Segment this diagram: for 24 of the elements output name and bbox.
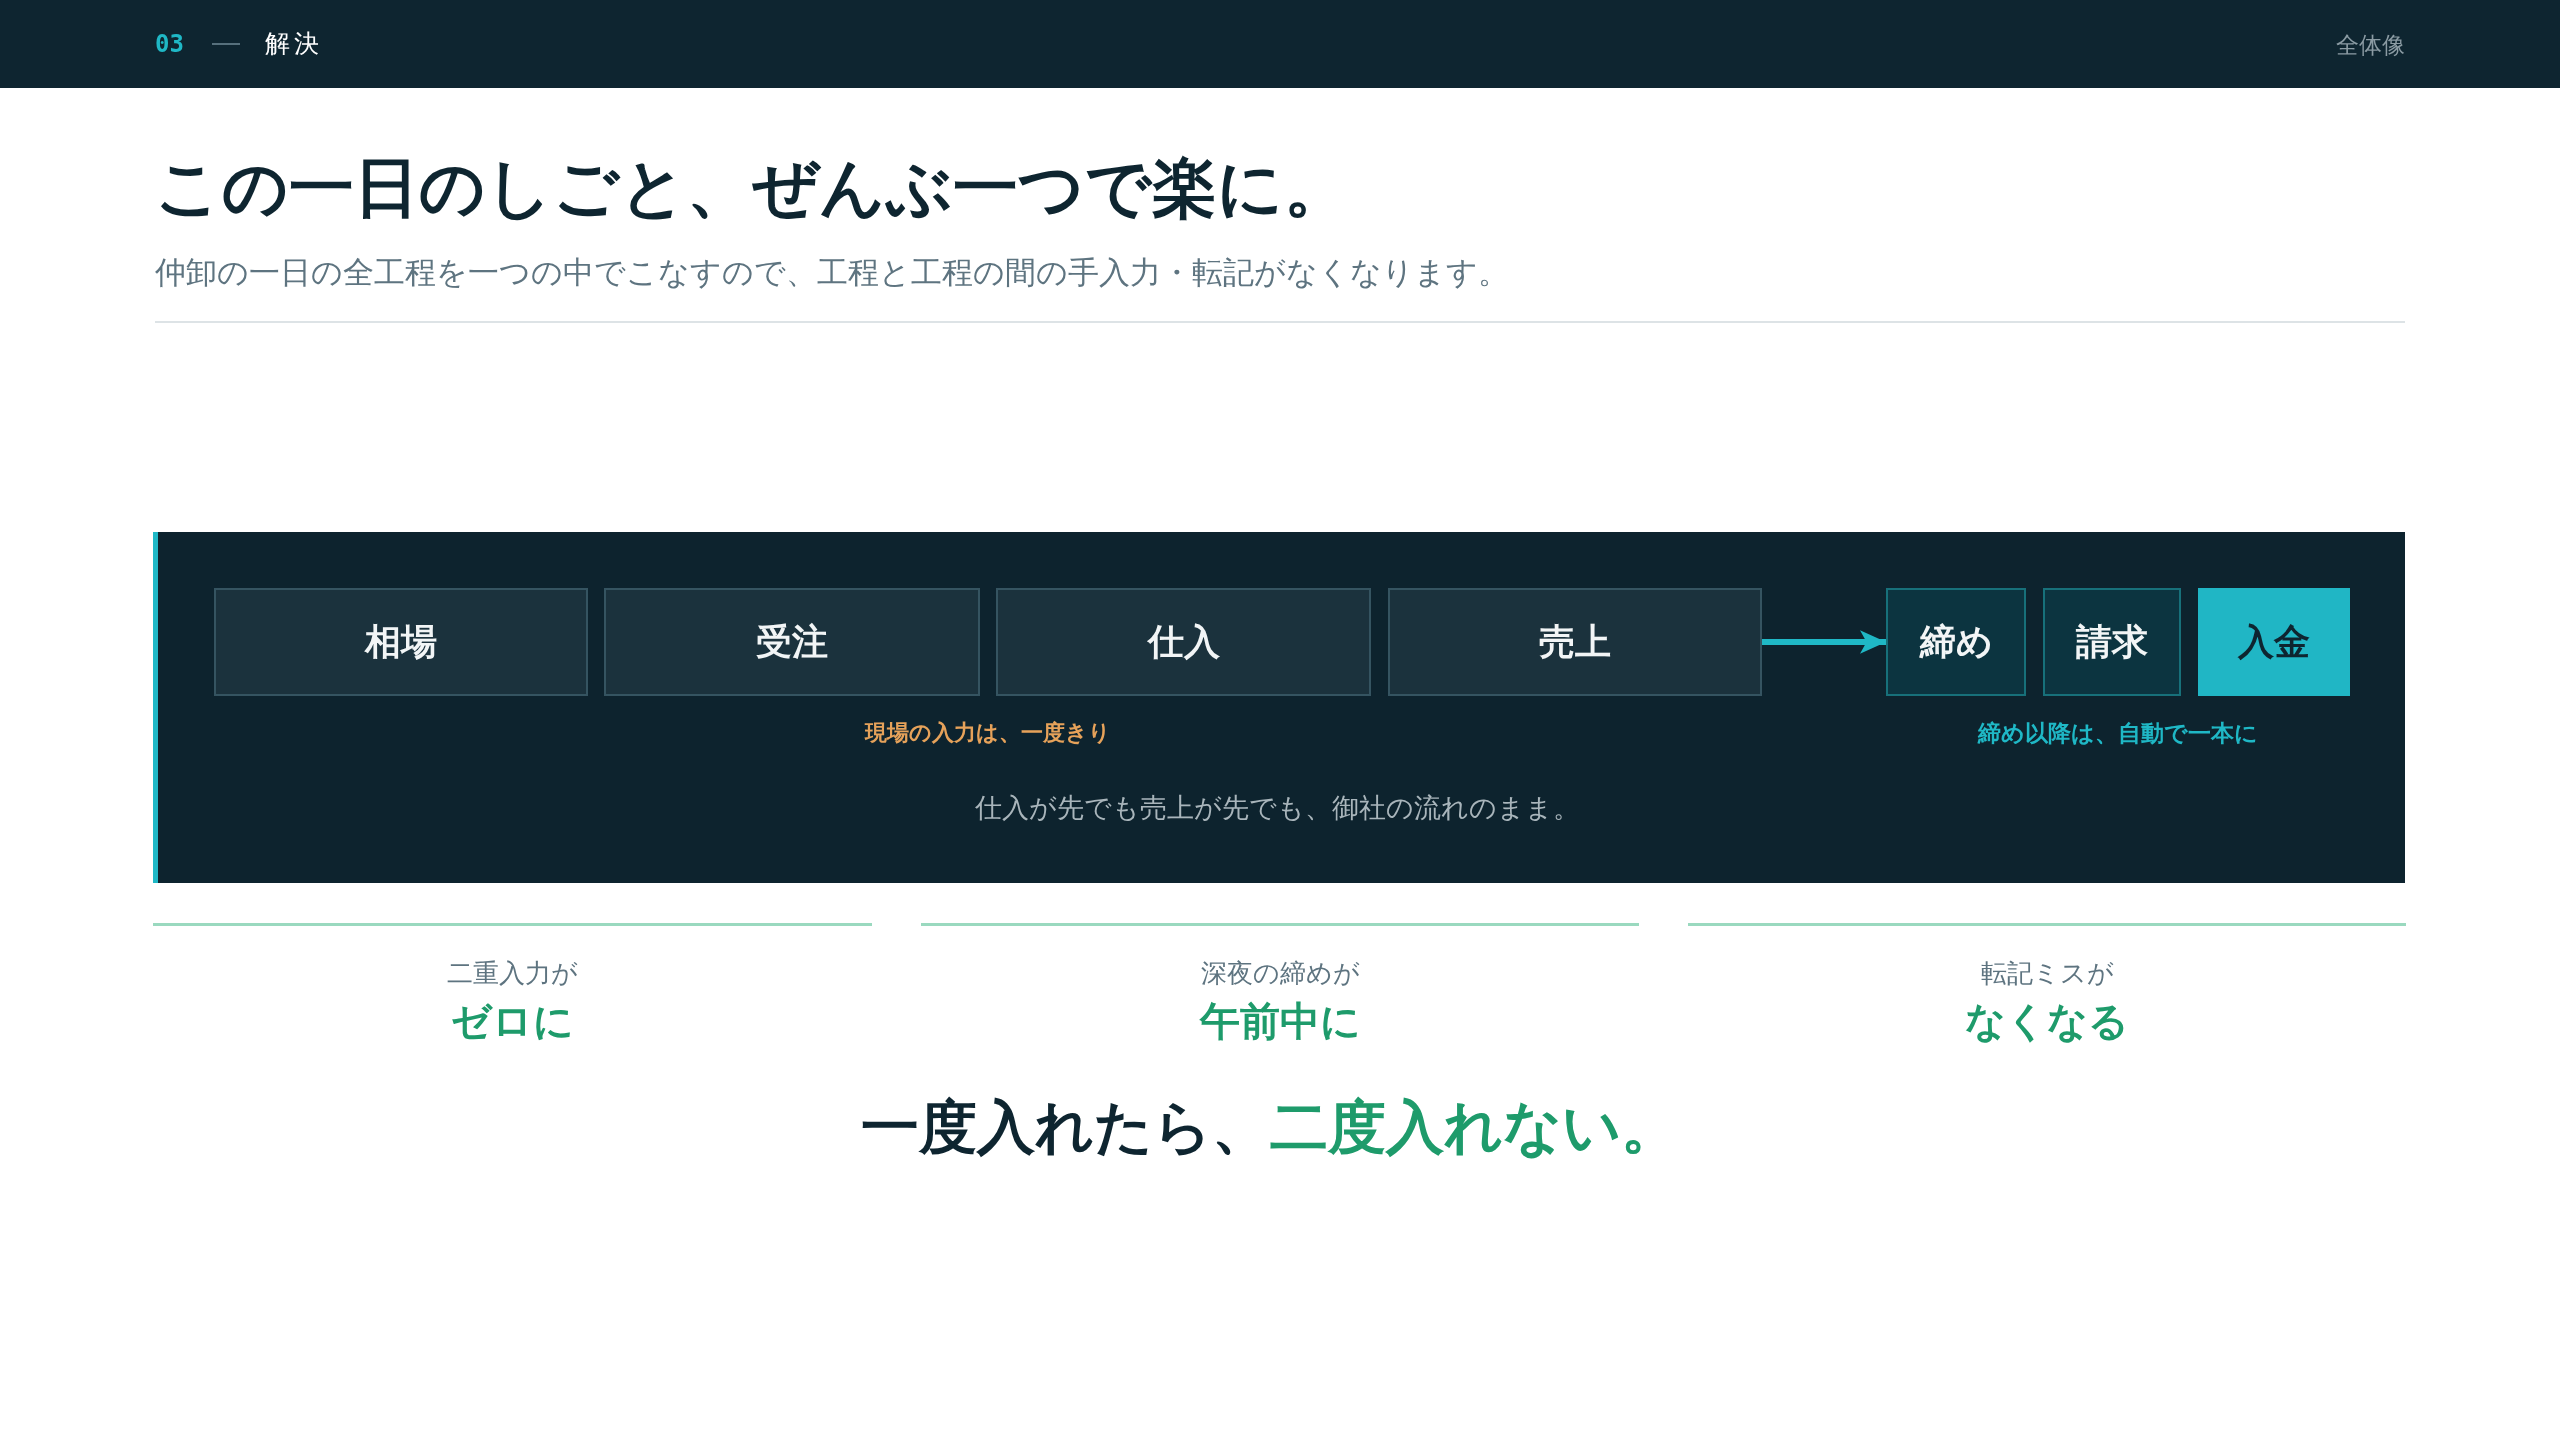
- subtitle-text: 仲卸の一日の全工程を一つの中でこなすので、工程と工程の間の手入力・転記がなくなります。: [155, 252, 1509, 292]
- card-label: 転記ミスが: [1980, 956, 2114, 990]
- card-value: なくなる: [1965, 997, 2129, 1046]
- section-title: 解決: [265, 28, 323, 60]
- card-label: 深夜の締めが: [1200, 956, 1360, 990]
- process-panel: [153, 532, 2405, 883]
- process-box: 相場: [214, 588, 588, 696]
- card-label: 二重入力が: [446, 956, 578, 990]
- tagline-text: 一度入れたら、二度入れない。: [861, 1091, 1679, 1163]
- process-box: 請求: [2043, 588, 2181, 696]
- card-value: ゼロに: [450, 997, 574, 1046]
- process-box: 売上: [1388, 588, 1762, 696]
- page-title: この一日のしごと、ぜんぶ一つで楽に。: [155, 149, 1349, 228]
- process-box: 入金: [2198, 588, 2350, 696]
- breadcrumb-text: 全体像: [2336, 30, 2405, 60]
- arrow: [1762, 630, 1886, 654]
- process-box: 締め: [1886, 588, 2026, 696]
- process-box: 受注: [604, 588, 980, 696]
- note-text: 締め以降は、自動で一本に: [1978, 718, 2258, 748]
- process-box: 仕入: [996, 588, 1371, 696]
- note-text: 現場の入力は、一度きり: [865, 719, 1111, 747]
- section-number: 03: [155, 29, 184, 59]
- card-value: 午前中に: [1199, 997, 1361, 1046]
- caption-text: 仕入が先でも売上が先でも、御社の流れのまま。: [974, 791, 1580, 825]
